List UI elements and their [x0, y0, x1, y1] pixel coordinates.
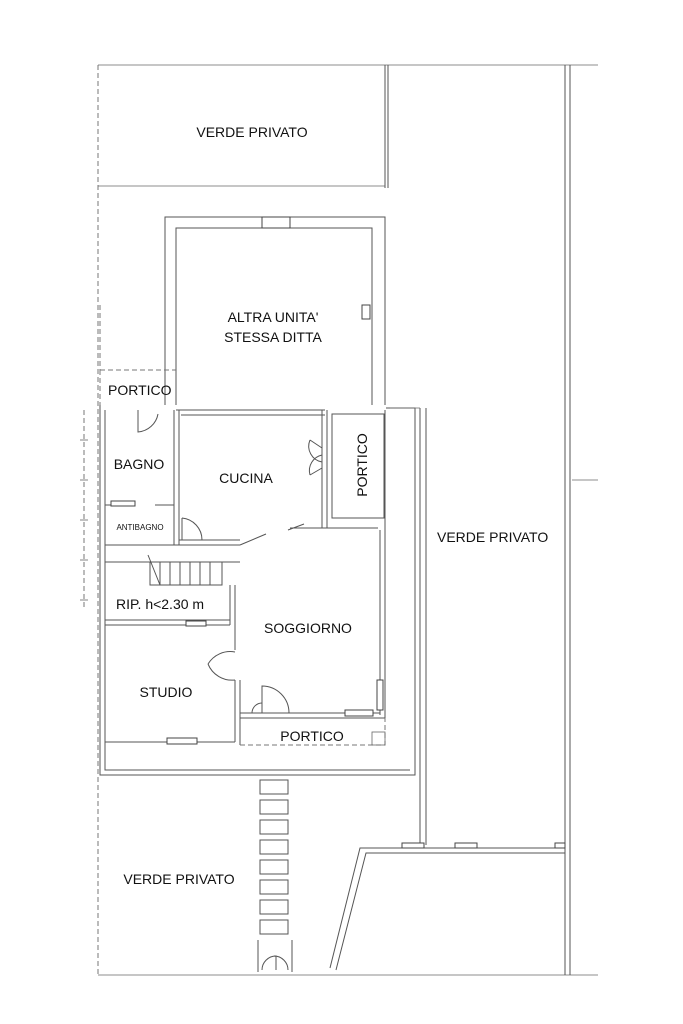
left-upper-dashed [99, 305, 176, 405]
label-verde-privato-bottom: VERDE PRIVATO [123, 871, 234, 887]
label-bagno: BAGNO [114, 456, 165, 472]
label-antibagno: ANTIBAGNO [116, 523, 163, 532]
left-dimension-marks [80, 410, 88, 610]
stairs [147, 554, 223, 586]
label-studio: STUDIO [140, 684, 193, 700]
label-altra-unita-line1: ALTRA UNITA' [228, 309, 319, 325]
property-boundaries [97, 64, 598, 976]
label-rip: RIP. h<2.30 m [116, 596, 204, 612]
windows [110, 500, 384, 745]
doors [137, 410, 323, 714]
label-verde-privato-top: VERDE PRIVATO [196, 124, 307, 140]
label-soggiorno: SOGGIORNO [264, 620, 352, 636]
altra-unita-walls [164, 216, 386, 405]
label-portico-left: PORTICO [108, 382, 172, 398]
path-stones [257, 779, 293, 972]
right-garden-walls [390, 407, 427, 845]
label-portico-right: PORTICO [354, 433, 370, 497]
label-altra-unita-line2: STESSA DITTA [224, 329, 322, 345]
label-portico-bottom: PORTICO [280, 728, 344, 744]
label-verde-privato-right: VERDE PRIVATO [437, 529, 548, 545]
bottom-garden-walls [329, 842, 566, 971]
label-cucina: CUCINA [219, 470, 273, 486]
